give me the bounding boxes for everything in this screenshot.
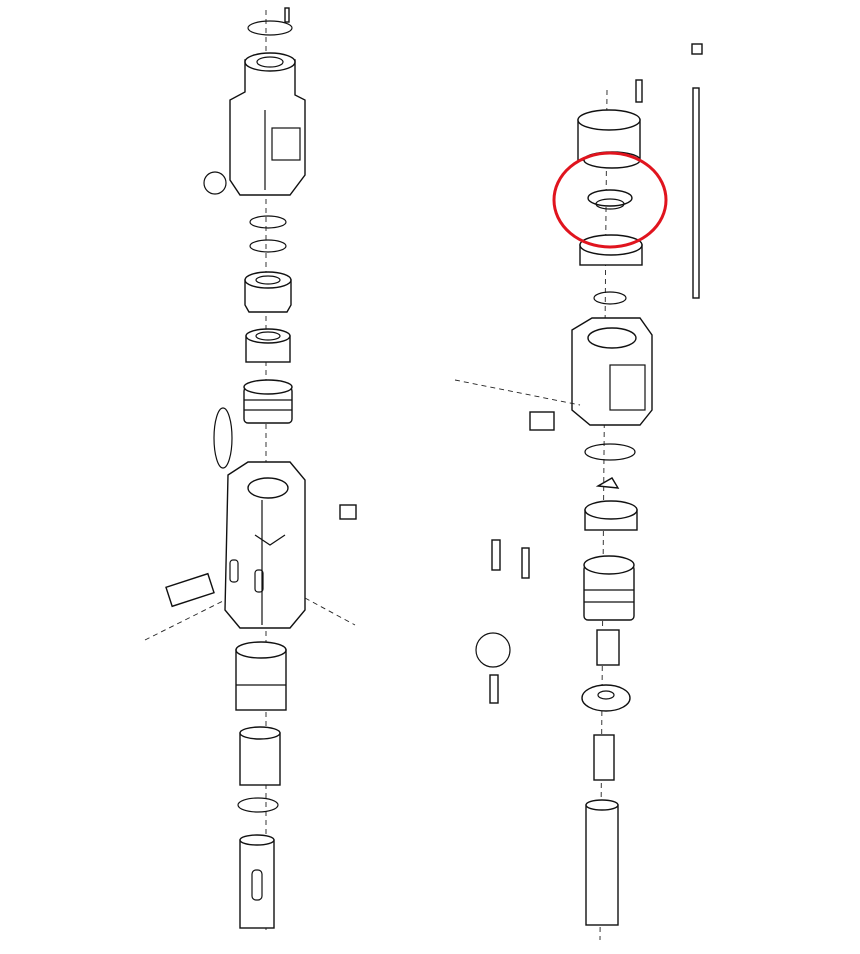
piston-assembly xyxy=(583,555,635,621)
right-assembly xyxy=(454,43,703,941)
left-assembly xyxy=(144,7,357,930)
seal-1 xyxy=(245,328,291,363)
cone-part xyxy=(595,477,620,489)
cap-screw xyxy=(635,79,643,103)
side-fitting xyxy=(339,504,357,520)
piston-rings xyxy=(243,379,293,424)
leader-line xyxy=(304,597,356,626)
spring-fitting-3 xyxy=(489,674,499,704)
through-bolt xyxy=(691,43,703,299)
highlighted-seal-cup xyxy=(587,189,633,210)
top-o-ring xyxy=(247,20,293,36)
valve-housing xyxy=(571,317,653,426)
o-ring xyxy=(593,291,627,305)
leader-line xyxy=(144,599,226,641)
side-valve-block xyxy=(529,411,555,431)
front-flange xyxy=(581,684,631,712)
top-cap xyxy=(577,109,641,161)
bushing-1 xyxy=(244,271,292,313)
ring-1 xyxy=(249,215,287,229)
sleeve xyxy=(239,726,281,786)
highlight-circle xyxy=(552,151,668,249)
small-bushing xyxy=(596,629,620,666)
ring-2 xyxy=(249,239,287,253)
detail-callout-valve xyxy=(213,407,233,469)
chisel-tool xyxy=(239,834,275,929)
retainer-pin xyxy=(593,734,615,781)
upper-housing xyxy=(229,52,306,196)
main-cylinder-body xyxy=(224,461,306,629)
leader-line xyxy=(454,379,581,406)
bearing-ring xyxy=(584,500,638,531)
large-o-ring xyxy=(584,443,636,461)
detail-callout-left-top xyxy=(203,171,227,195)
top-pin xyxy=(284,7,290,23)
lower-ring xyxy=(237,797,279,813)
lower-bushing xyxy=(235,641,287,711)
spring-fitting-1 xyxy=(491,539,501,571)
detail-callout-right xyxy=(475,632,511,668)
side-plate xyxy=(165,572,215,608)
lower-flange-ring xyxy=(579,234,643,266)
spring-fitting-2 xyxy=(521,547,530,579)
lower-tool xyxy=(585,799,619,926)
